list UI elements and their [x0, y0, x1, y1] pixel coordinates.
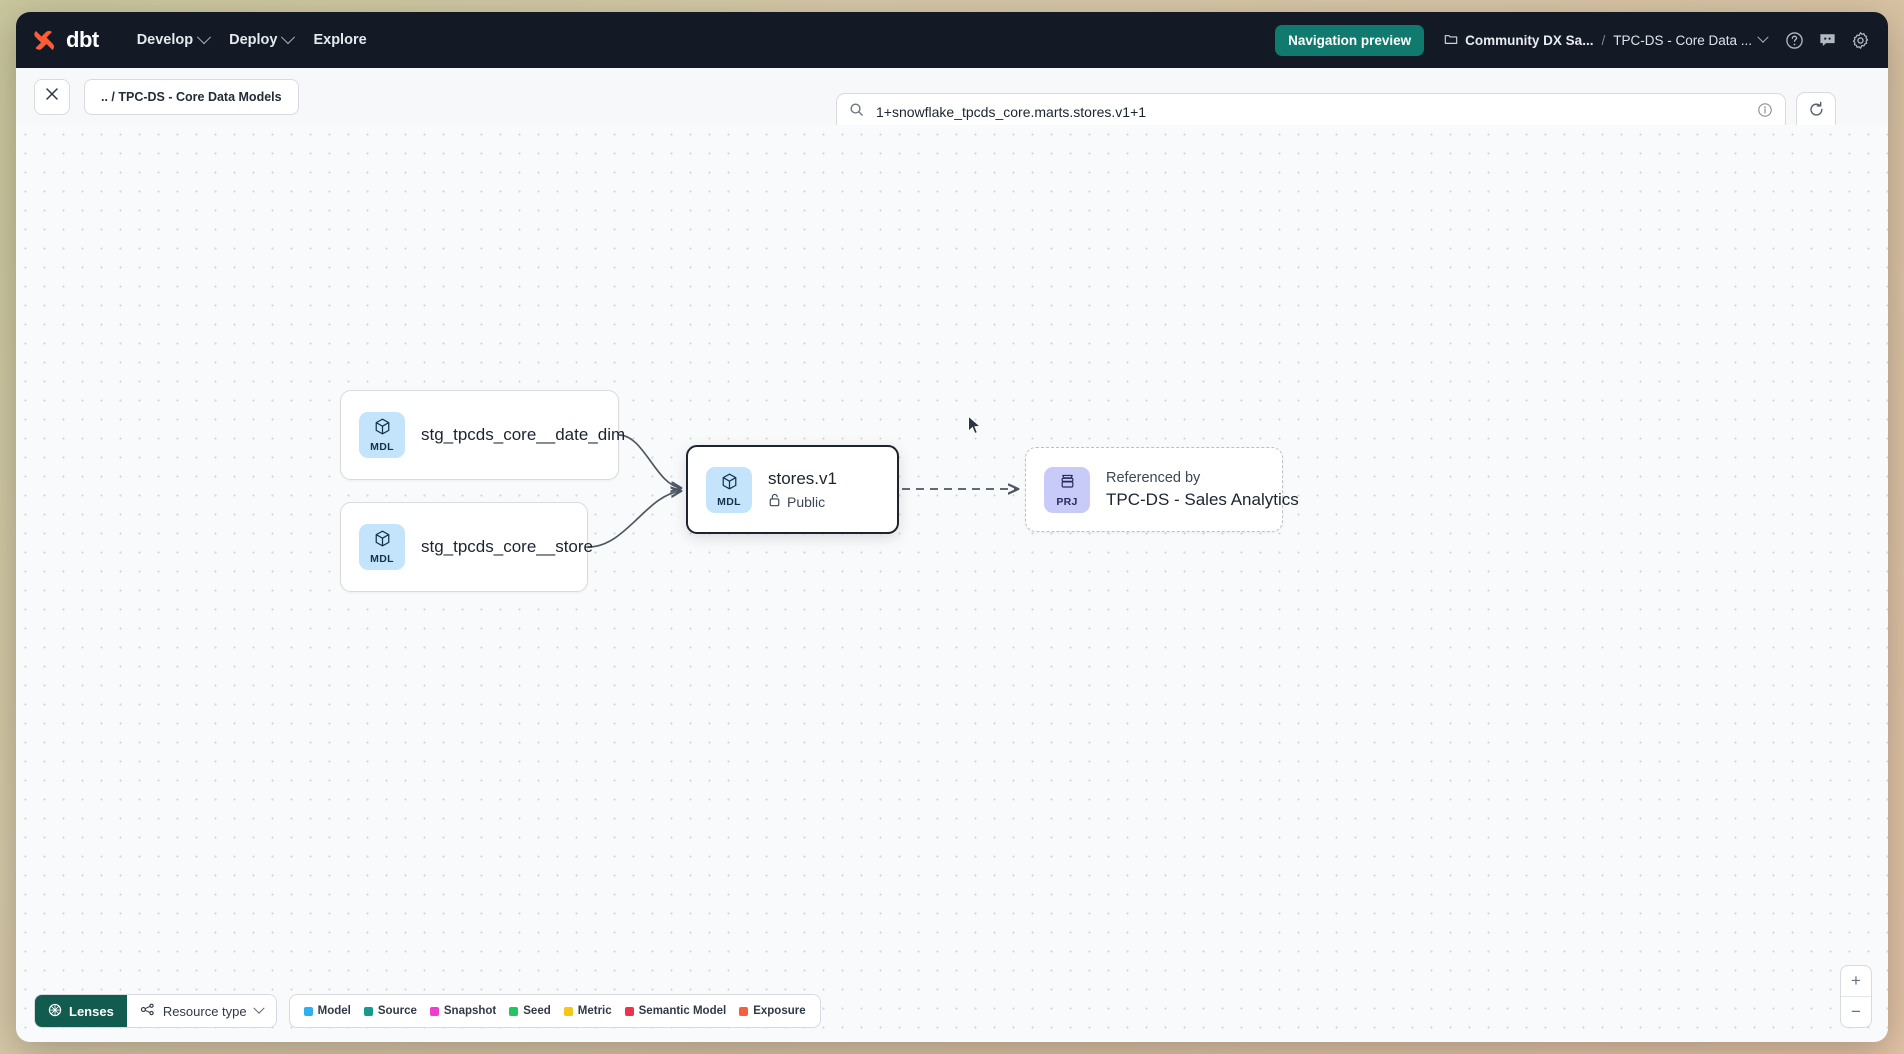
- node-text-block: stores.v1 Public: [768, 469, 837, 510]
- node-badge-model: MDL: [359, 524, 405, 570]
- legend-label: Metric: [577, 1005, 612, 1017]
- help-circle-icon[interactable]: [1785, 31, 1804, 50]
- node-title: stg_tpcds_core__store: [421, 537, 593, 556]
- settings-gear-icon[interactable]: [1851, 31, 1870, 50]
- node-title: stg_tpcds_core__date_dim: [421, 425, 626, 444]
- lens-aperture-icon: [48, 1003, 62, 1020]
- node-badge-label: MDL: [717, 495, 741, 508]
- node-kicker: Referenced by: [1106, 469, 1201, 486]
- zoom-controls: + −: [1840, 965, 1872, 1028]
- node-badge-label: MDL: [370, 553, 394, 566]
- lineage-node-stg-store[interactable]: MDL stg_tpcds_core__store: [340, 502, 593, 592]
- lineage-breadcrumb-pill[interactable]: .. / TPC-DS - Core Data Models: [84, 78, 299, 115]
- legend-item-source: Source: [363, 1005, 417, 1017]
- lenses-label: Lenses: [69, 1003, 114, 1019]
- lenses-button[interactable]: Lenses: [35, 995, 127, 1027]
- legend-item-seed: Seed: [509, 1005, 551, 1017]
- node-text-block: stg_tpcds_core__date_dim: [421, 425, 626, 445]
- search-icon: [849, 102, 864, 122]
- node-graph-icon: [140, 1002, 155, 1020]
- folder-icon: [1444, 32, 1458, 49]
- node-access-row: Public: [768, 493, 837, 510]
- breadcrumb: Community DX Sa... / TPC-DS - Core Data …: [1444, 31, 1769, 49]
- legend-label: Seed: [523, 1005, 551, 1017]
- legend-label: Snapshot: [443, 1005, 497, 1017]
- node-badge-model: MDL: [359, 412, 405, 458]
- close-icon: [45, 87, 59, 106]
- cube-icon: [373, 417, 392, 441]
- nav-item-explore-label: Explore: [313, 32, 367, 48]
- resource-type-legend: Model Source Snapshot Seed Metric Semant…: [288, 994, 821, 1028]
- legend-label: Source: [377, 1005, 417, 1017]
- chevron-down-icon: [281, 30, 296, 45]
- dbt-logo-icon: [32, 27, 59, 54]
- info-circle-icon[interactable]: [1757, 102, 1773, 123]
- legend-item-metric: Metric: [563, 1005, 612, 1017]
- node-project-name: TPC-DS - Sales Analytics: [1106, 489, 1299, 509]
- lineage-canvas[interactable]: MDL stg_tpcds_core__date_dim MDL stg_tpc…: [16, 125, 1888, 1042]
- chevron-down-icon: [197, 30, 212, 45]
- legend-swatch: [624, 1006, 634, 1016]
- legend-swatch: [303, 1006, 313, 1016]
- cube-icon: [373, 529, 392, 553]
- refresh-icon: [1808, 101, 1825, 123]
- lineage-edges: [587, 434, 1888, 548]
- legend-label: Exposure: [753, 1005, 806, 1017]
- node-badge-label: MDL: [370, 441, 394, 454]
- search-input[interactable]: [874, 103, 1747, 121]
- legend-label: Model: [317, 1005, 351, 1017]
- resource-type-label: Resource type: [162, 1003, 247, 1019]
- lineage-node-sales-analytics[interactable]: PRJ Referenced by TPC-DS - Sales Analyti…: [1025, 447, 1299, 532]
- top-navigation-bar: dbt Develop Deploy Explore Navigation pr…: [16, 12, 1888, 68]
- lenses-control-group: Lenses Resource type: [34, 994, 277, 1028]
- lineage-node-stores-v1[interactable]: MDL stores.v1 Public: [686, 445, 899, 534]
- legend-item-model: Model: [303, 1005, 351, 1017]
- legend-swatch: [563, 1006, 573, 1016]
- node-text-block: Referenced by TPC-DS - Sales Analytics: [1106, 469, 1299, 510]
- chevron-down-icon: [252, 1002, 265, 1014]
- lineage-bottom-toolbar: Lenses Resource type Model: [34, 994, 821, 1028]
- zoom-out-button[interactable]: −: [1851, 1002, 1861, 1021]
- nav-item-explore[interactable]: Explore: [303, 24, 376, 56]
- node-badge-label: PRJ: [1056, 495, 1078, 508]
- nav-item-develop-label: Develop: [136, 32, 194, 48]
- legend-item-semantic-model: Semantic Model: [624, 1005, 727, 1017]
- brand-logo[interactable]: dbt: [32, 27, 99, 54]
- breadcrumb-project-label: TPC-DS - Core Data ...: [1613, 32, 1752, 48]
- legend-label: Semantic Model: [638, 1005, 727, 1017]
- nav-item-deploy[interactable]: Deploy: [219, 24, 303, 56]
- node-title: stores.v1: [768, 469, 837, 488]
- node-badge-project: PRJ: [1044, 466, 1090, 513]
- resource-type-dropdown[interactable]: Resource type: [127, 995, 276, 1027]
- legend-item-snapshot: Snapshot: [429, 1005, 497, 1017]
- nav-item-deploy-label: Deploy: [229, 32, 278, 48]
- close-button[interactable]: [34, 78, 70, 115]
- zoom-in-button[interactable]: +: [1841, 966, 1871, 997]
- lineage-node-stg-date-dim[interactable]: MDL stg_tpcds_core__date_dim: [340, 390, 626, 480]
- chevron-down-icon: [1757, 31, 1769, 43]
- layers-icon: [1058, 472, 1077, 496]
- legend-item-exposure: Exposure: [739, 1005, 806, 1017]
- cube-icon: [720, 472, 739, 496]
- breadcrumb-separator: /: [1601, 32, 1606, 48]
- breadcrumb-account[interactable]: Community DX Sa...: [1444, 32, 1593, 49]
- legend-swatch: [509, 1006, 519, 1016]
- legend-swatch: [429, 1006, 439, 1016]
- app-window: dbt Develop Deploy Explore Navigation pr…: [16, 12, 1888, 1042]
- nav-item-develop[interactable]: Develop: [127, 24, 219, 56]
- breadcrumb-account-label: Community DX Sa...: [1465, 32, 1594, 48]
- legend-swatch: [363, 1006, 373, 1016]
- breadcrumb-project[interactable]: TPC-DS - Core Data ...: [1613, 31, 1769, 48]
- unlock-icon: [768, 493, 781, 510]
- sub-toolbar: .. / TPC-DS - Core Data Models: [16, 68, 1888, 125]
- brand-name: dbt: [66, 27, 99, 52]
- navigation-preview-button[interactable]: Navigation preview: [1275, 24, 1425, 56]
- node-access-label: Public: [787, 493, 826, 510]
- feedback-chat-icon[interactable]: [1818, 31, 1837, 50]
- legend-swatch: [739, 1006, 749, 1016]
- node-text-block: stg_tpcds_core__store: [421, 537, 593, 557]
- node-badge-model: MDL: [706, 466, 752, 513]
- topnav-icon-group: [1785, 31, 1870, 50]
